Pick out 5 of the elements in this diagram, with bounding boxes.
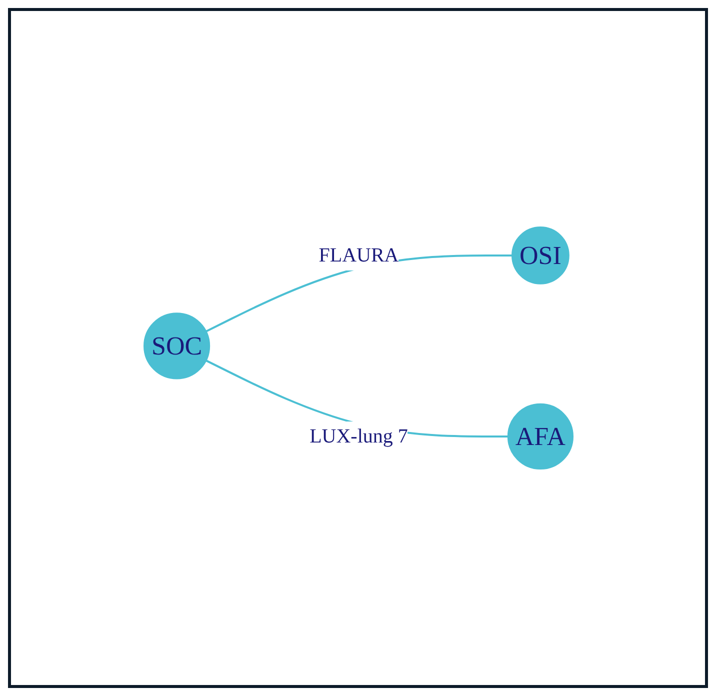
node-circle: OSI (511, 226, 569, 284)
edge-label: FLAURA (318, 244, 398, 266)
node-circle: AFA (506, 403, 573, 470)
node-circle: SOC (143, 312, 210, 380)
edge-label: LUX-lung 7 (309, 425, 408, 448)
